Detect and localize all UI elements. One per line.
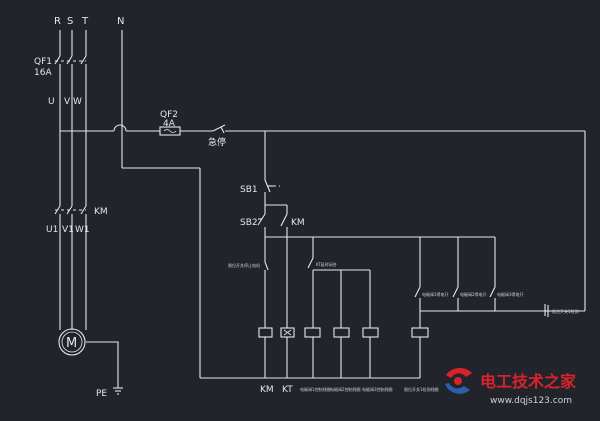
phase-s-label: S <box>67 16 73 27</box>
relay2-label: 电磁阀2得电开 <box>460 291 487 297</box>
terminal-u: U <box>48 97 55 107</box>
phase-r-label: R <box>54 16 61 27</box>
phase-n-label: N <box>117 16 124 27</box>
kt-coil-branch <box>280 237 295 378</box>
motor: M <box>58 328 86 356</box>
right-contact-label: 限位开关1检测 <box>552 308 579 314</box>
qf2-name: QF2 <box>160 110 178 120</box>
km-coil-branch <box>258 237 273 378</box>
solenoid-coil-3 <box>362 327 379 338</box>
qf1-rating: 16A <box>34 68 52 78</box>
limit-contact-label: 限位开关停止电机 <box>228 262 260 268</box>
watermark-logo-icon <box>445 367 472 394</box>
terminal-w1: W1 <box>75 225 90 235</box>
terminal-u1: U1 <box>46 225 58 235</box>
kt-delay-label: KT延时闭合 <box>316 261 337 267</box>
phase-lines <box>54 30 87 330</box>
watermark: 电工技术之家 www.dqjs123.com <box>445 367 577 406</box>
bottom-kt-label: KT <box>282 385 293 395</box>
bottom-c3-label: 电磁阀3控制线圈 <box>362 386 393 392</box>
relay3-label: 电磁阀3得电开 <box>497 291 524 297</box>
km-main-label: KM <box>94 207 108 217</box>
bottom-km-label: KM <box>260 385 274 395</box>
terminal-v1: V1 <box>62 225 74 235</box>
relay-contacts <box>411 237 585 378</box>
motor-symbol: M <box>66 336 77 351</box>
phase-t-label: T <box>81 16 89 27</box>
terminal-vw: V W <box>64 97 82 107</box>
pe-label: PE <box>96 389 107 399</box>
bottom-c2-label: 电磁阀2控制线圈 <box>330 386 361 392</box>
solenoid-branches <box>304 237 379 378</box>
sb1-label: SB1 <box>240 185 258 195</box>
limit-coil <box>411 327 429 338</box>
qf1-name: QF1 <box>34 57 52 67</box>
neutral-line <box>121 30 420 379</box>
solenoid-coil-2 <box>333 327 350 338</box>
km-aux-label: KM <box>291 218 305 228</box>
watermark-title: 电工技术之家 <box>480 372 577 391</box>
watermark-url: www.dqjs123.com <box>490 396 572 406</box>
km-coil <box>258 327 273 338</box>
start-stop-branch <box>257 131 495 238</box>
qf2-rating: 4A <box>163 119 176 129</box>
bottom-c1-label: 电磁阀1控制线圈 <box>300 386 331 392</box>
ground-icon <box>86 341 123 395</box>
control-top-bus <box>60 124 586 311</box>
relay1-label: 电磁阀1得电开 <box>422 291 449 297</box>
sb2-label: SB2 <box>240 218 258 228</box>
solenoid-coil-1 <box>304 327 321 338</box>
bottom-c4-label: 限位开关1检测线圈 <box>404 386 439 392</box>
estop-label: 急停 <box>208 136 226 148</box>
